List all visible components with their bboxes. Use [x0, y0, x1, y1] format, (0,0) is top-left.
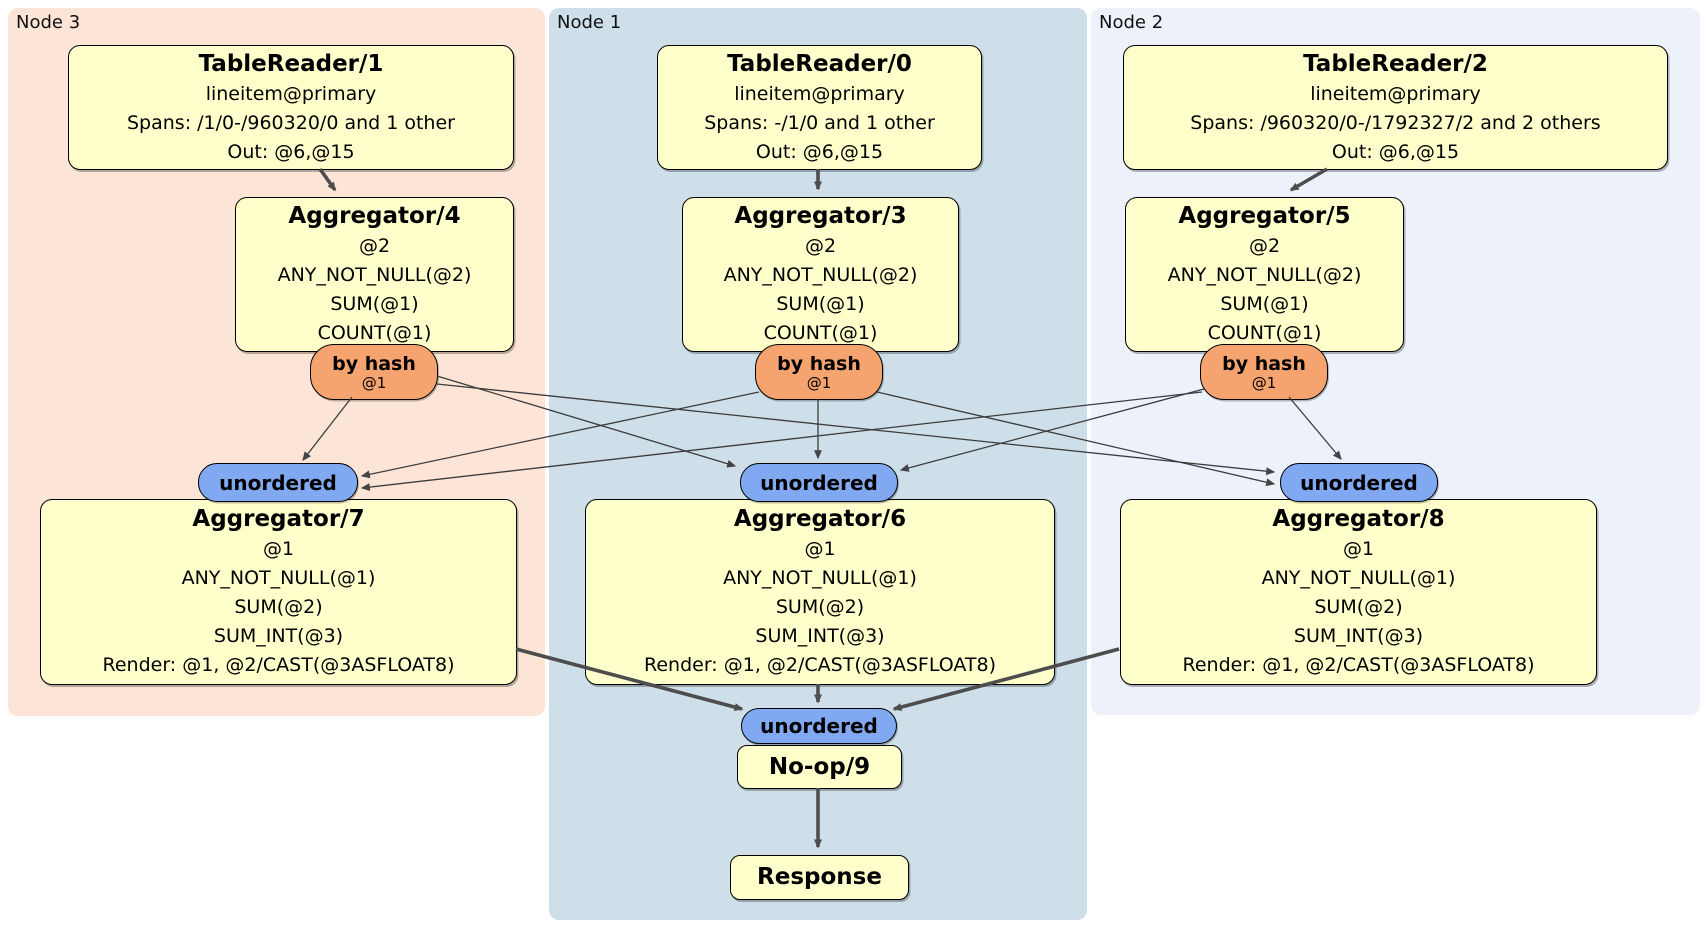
- box-line: lineitem@primary: [205, 82, 377, 105]
- router-label: by hash: [777, 352, 861, 375]
- box-tablereader-1: TableReader/1 lineitem@primary Spans: /1…: [68, 45, 514, 170]
- router-label: by hash: [1222, 352, 1306, 375]
- box-noop-9: No-op/9: [737, 745, 902, 789]
- box-line: @1: [1342, 538, 1375, 560]
- box-title: No-op/9: [768, 753, 871, 780]
- box-title: Aggregator/3: [734, 203, 907, 229]
- router-key: @1: [1251, 373, 1277, 392]
- box-line: SUM_INT(@3): [1293, 625, 1424, 647]
- box-title: Aggregator/8: [1272, 506, 1445, 532]
- box-line: Spans: -/1/0 and 1 other: [704, 111, 935, 134]
- router-key: @1: [806, 373, 832, 392]
- box-line: SUM(@2): [1314, 596, 1403, 618]
- box-line: @2: [358, 235, 391, 257]
- box-line: ANY_NOT_NULL(@1): [181, 567, 376, 589]
- box-line: ANY_NOT_NULL(@2): [277, 264, 472, 286]
- box-line: lineitem@primary: [1310, 82, 1481, 105]
- box-line: COUNT(@1): [1207, 322, 1322, 344]
- box-aggregator-5: Aggregator/5 @2 ANY_NOT_NULL(@2) SUM(@1)…: [1125, 197, 1404, 352]
- box-aggregator-3: Aggregator/3 @2 ANY_NOT_NULL(@2) SUM(@1)…: [682, 197, 959, 352]
- box-aggregator-8: Aggregator/8 @1 ANY_NOT_NULL(@1) SUM(@2)…: [1120, 499, 1597, 685]
- box-title: Aggregator/5: [1178, 203, 1351, 229]
- box-aggregator-4: Aggregator/4 @2 ANY_NOT_NULL(@2) SUM(@1)…: [235, 197, 514, 352]
- box-title: TableReader/2: [1303, 50, 1488, 77]
- box-line: @2: [804, 235, 837, 257]
- box-line: lineitem@primary: [734, 82, 905, 105]
- box-line: Render: @1, @2/CAST(@3ASFLOAT8): [1182, 654, 1535, 676]
- box-tablereader-0: TableReader/0 lineitem@primary Spans: -/…: [657, 45, 982, 170]
- box-line: SUM(@1): [776, 293, 865, 315]
- box-aggregator-7: Aggregator/7 @1 ANY_NOT_NULL(@1) SUM(@2)…: [40, 499, 517, 685]
- box-line: COUNT(@1): [317, 322, 432, 344]
- box-line: SUM(@2): [775, 596, 865, 618]
- box-line: Spans: /1/0-/960320/0 and 1 other: [127, 111, 455, 134]
- box-line: Out: @6,@15: [227, 140, 355, 163]
- router-by-hash-node3: by hash @1: [310, 344, 438, 400]
- stream-label: unordered: [219, 470, 337, 495]
- region-node-1-label: Node 1: [557, 12, 622, 33]
- box-title: TableReader/1: [198, 50, 384, 77]
- box-line: SUM(@1): [1220, 293, 1309, 315]
- box-line: ANY_NOT_NULL(@2): [723, 264, 918, 286]
- box-tablereader-2: TableReader/2 lineitem@primary Spans: /9…: [1123, 45, 1668, 170]
- box-line: ANY_NOT_NULL(@1): [723, 567, 917, 589]
- box-line: Out: @6,@15: [755, 140, 884, 163]
- router-by-hash-node2: by hash @1: [1200, 344, 1328, 400]
- stream-label: unordered: [760, 714, 878, 738]
- box-line: COUNT(@1): [763, 322, 878, 344]
- stream-label: unordered: [1300, 470, 1418, 495]
- box-line: Spans: /960320/0-/1792327/2 and 2 others: [1190, 111, 1601, 134]
- region-node-2-label: Node 2: [1099, 12, 1164, 33]
- box-title: TableReader/0: [727, 50, 912, 77]
- box-line: Out: @6,@15: [1331, 140, 1460, 163]
- box-line: @2: [1248, 235, 1281, 257]
- box-aggregator-6: Aggregator/6 @1 ANY_NOT_NULL(@1) SUM(@2)…: [585, 499, 1055, 685]
- box-line: Render: @1, @2/CAST(@3ASFLOAT8): [102, 654, 455, 676]
- router-by-hash-node1: by hash @1: [755, 344, 883, 400]
- box-line: ANY_NOT_NULL(@2): [1167, 264, 1362, 286]
- box-line: Render: @1, @2/CAST(@3ASFLOAT8): [644, 654, 996, 676]
- box-title: Aggregator/7: [192, 506, 365, 532]
- stream-label: unordered: [760, 470, 878, 495]
- stream-unordered-node1: unordered: [740, 463, 898, 502]
- box-line: SUM_INT(@3): [755, 625, 885, 647]
- region-node-3-label: Node 3: [16, 12, 81, 33]
- box-title: Response: [757, 864, 882, 890]
- box-line: SUM(@2): [234, 596, 323, 618]
- box-title: Aggregator/6: [733, 506, 907, 532]
- box-response: Response: [730, 855, 909, 900]
- stream-unordered-final: unordered: [741, 708, 897, 744]
- box-line: SUM_INT(@3): [213, 625, 344, 647]
- router-label: by hash: [332, 352, 416, 375]
- router-key: @1: [361, 373, 387, 392]
- box-line: @1: [262, 538, 295, 560]
- stream-unordered-node2: unordered: [1280, 463, 1438, 502]
- box-line: @1: [804, 538, 836, 560]
- stream-unordered-node3: unordered: [198, 463, 358, 502]
- box-line: ANY_NOT_NULL(@1): [1261, 567, 1456, 589]
- box-title: Aggregator/4: [288, 203, 461, 229]
- box-line: SUM(@1): [330, 293, 419, 315]
